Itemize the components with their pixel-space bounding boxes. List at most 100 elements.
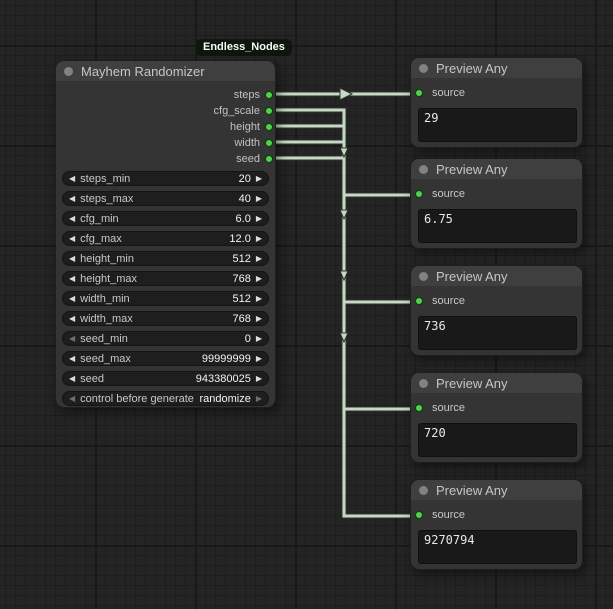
decrement-arrow-icon[interactable]: ◀ <box>69 294 76 303</box>
input-slot-source[interactable]: source <box>411 187 582 201</box>
collapse-dot[interactable] <box>419 378 428 388</box>
widget-value[interactable]: 0 <box>244 332 251 345</box>
output-slot-width[interactable]: width <box>56 135 275 151</box>
output-port-dot[interactable] <box>265 107 273 115</box>
input-port-dot[interactable] <box>415 89 423 97</box>
widget-value[interactable]: 20 <box>238 172 251 185</box>
widget-list: ◀ steps_min 20 ▶ ◀ steps_max 40 ▶ ◀ cfg_… <box>56 171 275 406</box>
decrement-arrow-icon[interactable]: ◀ <box>69 394 76 403</box>
widget-label: steps_min <box>80 172 131 185</box>
node-titlebar[interactable]: Preview Any <box>411 480 582 500</box>
preview-value-box[interactable]: 736 <box>418 316 577 350</box>
collapse-dot[interactable] <box>419 164 428 174</box>
widget-value[interactable]: randomize <box>199 392 251 405</box>
decrement-arrow-icon[interactable]: ◀ <box>69 374 76 383</box>
increment-arrow-icon[interactable]: ▶ <box>255 394 262 403</box>
mayhem-randomizer-node[interactable]: Mayhem Randomizer steps cfg_scale height… <box>55 60 276 408</box>
widget-label: height_max <box>80 272 138 285</box>
node-titlebar[interactable]: Mayhem Randomizer <box>56 61 275 81</box>
increment-arrow-icon[interactable]: ▶ <box>255 334 262 343</box>
input-port-dot[interactable] <box>415 404 423 412</box>
input-port-dot[interactable] <box>415 190 423 198</box>
widget-steps-min[interactable]: ◀ steps_min 20 ▶ <box>62 171 269 186</box>
widget-width-min[interactable]: ◀ width_min 512 ▶ <box>62 291 269 306</box>
widget-value[interactable]: 99999999 <box>201 352 251 365</box>
preview-any-node-cfg[interactable]: Preview Any source 6.75 <box>410 158 583 249</box>
decrement-arrow-icon[interactable]: ◀ <box>69 214 76 223</box>
input-slot-source[interactable]: source <box>411 86 582 100</box>
preview-any-node-seed[interactable]: Preview Any source 9270794 <box>410 479 583 570</box>
widget-cfg-min[interactable]: ◀ cfg_min 6.0 ▶ <box>62 211 269 226</box>
decrement-arrow-icon[interactable]: ◀ <box>69 194 76 203</box>
preview-any-node-height[interactable]: Preview Any source 736 <box>410 265 583 356</box>
widget-seed-max[interactable]: ◀ seed_max 99999999 ▶ <box>62 351 269 366</box>
widget-width-max[interactable]: ◀ width_max 768 ▶ <box>62 311 269 326</box>
node-titlebar[interactable]: Preview Any <box>411 159 582 179</box>
output-slot-steps[interactable]: steps <box>56 87 275 103</box>
widget-value[interactable]: 6.0 <box>235 212 251 225</box>
increment-arrow-icon[interactable]: ▶ <box>255 174 262 183</box>
input-slot-source[interactable]: source <box>411 508 582 522</box>
node-titlebar[interactable]: Preview Any <box>411 58 582 78</box>
output-port-dot[interactable] <box>265 91 273 99</box>
node-titlebar[interactable]: Preview Any <box>411 266 582 286</box>
widget-value[interactable]: 943380025 <box>195 372 251 385</box>
widget-control-before-generate[interactable]: ◀ control before generate randomize ▶ <box>62 391 269 406</box>
input-label: source <box>432 509 466 521</box>
collapse-dot[interactable] <box>419 63 428 73</box>
output-port-dot[interactable] <box>265 139 273 147</box>
preview-value-box[interactable]: 6.75 <box>418 209 577 243</box>
output-slot-seed[interactable]: seed <box>56 151 275 167</box>
input-port-dot[interactable] <box>415 511 423 519</box>
widget-value[interactable]: 512 <box>232 292 251 305</box>
decrement-arrow-icon[interactable]: ◀ <box>69 254 76 263</box>
output-slot-height[interactable]: height <box>56 119 275 135</box>
widget-value[interactable]: 768 <box>232 272 251 285</box>
widget-cfg-max[interactable]: ◀ cfg_max 12.0 ▶ <box>62 231 269 246</box>
wire-arrow-down-icon <box>339 270 349 282</box>
decrement-arrow-icon[interactable]: ◀ <box>69 314 76 323</box>
input-slot-source[interactable]: source <box>411 294 582 308</box>
increment-arrow-icon[interactable]: ▶ <box>255 354 262 363</box>
decrement-arrow-icon[interactable]: ◀ <box>69 334 76 343</box>
widget-steps-max[interactable]: ◀ steps_max 40 ▶ <box>62 191 269 206</box>
decrement-arrow-icon[interactable]: ◀ <box>69 354 76 363</box>
widget-value[interactable]: 512 <box>232 252 251 265</box>
input-port-dot[interactable] <box>415 297 423 305</box>
node-titlebar[interactable]: Preview Any <box>411 373 582 393</box>
widget-value[interactable]: 40 <box>238 192 251 205</box>
decrement-arrow-icon[interactable]: ◀ <box>69 174 76 183</box>
output-label: cfg_scale <box>213 105 260 117</box>
wire-arrow-down-icon <box>339 209 349 221</box>
increment-arrow-icon[interactable]: ▶ <box>255 254 262 263</box>
preview-value-box[interactable]: 9270794 <box>418 530 577 564</box>
preview-any-node-width[interactable]: Preview Any source 720 <box>410 372 583 463</box>
widget-value[interactable]: 12.0 <box>229 232 251 245</box>
collapse-dot[interactable] <box>419 485 428 495</box>
widget-seed-min[interactable]: ◀ seed_min 0 ▶ <box>62 331 269 346</box>
decrement-arrow-icon[interactable]: ◀ <box>69 234 76 243</box>
output-port-dot[interactable] <box>265 155 273 163</box>
widget-value[interactable]: 768 <box>232 312 251 325</box>
collapse-dot[interactable] <box>64 66 73 76</box>
increment-arrow-icon[interactable]: ▶ <box>255 214 262 223</box>
decrement-arrow-icon[interactable]: ◀ <box>69 274 76 283</box>
increment-arrow-icon[interactable]: ▶ <box>255 234 262 243</box>
increment-arrow-icon[interactable]: ▶ <box>255 274 262 283</box>
increment-arrow-icon[interactable]: ▶ <box>255 294 262 303</box>
input-slot-source[interactable]: source <box>411 401 582 415</box>
preview-value-box[interactable]: 720 <box>418 423 577 457</box>
preview-value-box[interactable]: 29 <box>418 108 577 142</box>
widget-height-max[interactable]: ◀ height_max 768 ▶ <box>62 271 269 286</box>
output-slot-cfg-scale[interactable]: cfg_scale <box>56 103 275 119</box>
widget-height-min[interactable]: ◀ height_min 512 ▶ <box>62 251 269 266</box>
increment-arrow-icon[interactable]: ▶ <box>255 374 262 383</box>
widget-seed[interactable]: ◀ seed 943380025 ▶ <box>62 371 269 386</box>
output-port-dot[interactable] <box>265 123 273 131</box>
collapse-dot[interactable] <box>419 271 428 281</box>
wire-arrow-down-icon <box>339 147 349 159</box>
increment-arrow-icon[interactable]: ▶ <box>255 314 262 323</box>
preview-any-node-steps[interactable]: Preview Any source 29 <box>410 57 583 148</box>
increment-arrow-icon[interactable]: ▶ <box>255 194 262 203</box>
